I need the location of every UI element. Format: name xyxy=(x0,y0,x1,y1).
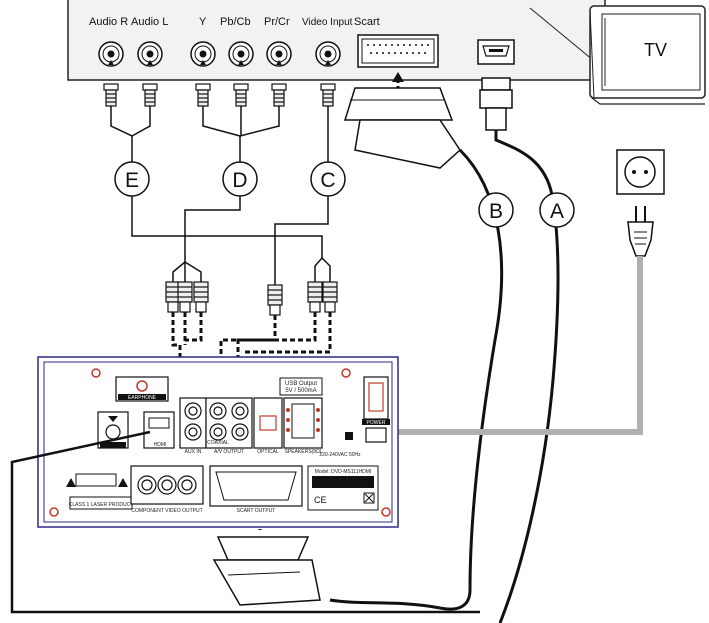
power-switch xyxy=(362,376,390,425)
laser-warning-sticker xyxy=(66,473,133,510)
rca-cables xyxy=(110,106,331,285)
component-video-label: COMPONENT VIDEO OUTPUT xyxy=(131,508,202,514)
tv-label-y: Y xyxy=(199,16,207,28)
scart-output-label: SCART OUTPUT xyxy=(237,508,276,514)
laser-label: CLASS 1 LASER PRODUCT xyxy=(69,502,133,508)
player-scart-output xyxy=(209,465,303,507)
optical-label: OPTICAL xyxy=(257,449,279,455)
usb-output-label: USB Output xyxy=(285,381,317,387)
aux-in-label: AUX IN xyxy=(185,449,202,455)
hdmi-cable-to-player xyxy=(10,430,480,614)
power-label: POWER xyxy=(367,420,386,426)
hdmi-cable-a: A xyxy=(479,77,575,623)
cable-c-marker: C xyxy=(310,161,346,197)
tv-label-pb-cb: Pb/Cb xyxy=(220,16,251,28)
tv-hdmi-socket xyxy=(477,39,515,65)
aux-in-jacks xyxy=(179,397,207,449)
scart-cable-b: B xyxy=(329,87,514,611)
speaker-terminals xyxy=(283,397,323,449)
power-cord xyxy=(370,256,643,435)
optical-port xyxy=(253,397,283,449)
cable-d-label: D xyxy=(232,169,247,192)
wall-socket xyxy=(616,149,665,195)
tv-rca-jacks xyxy=(98,41,341,67)
tv-scart-socket xyxy=(357,34,439,68)
tv-jack-arrows xyxy=(108,60,331,65)
tv-label-pr-cr: Pr/Cr xyxy=(264,16,290,28)
tv-set xyxy=(589,5,706,105)
tv-jack-y xyxy=(190,41,216,67)
cable-b-label: B xyxy=(489,200,503,223)
tv-jack-video-input xyxy=(315,41,341,67)
model-label: Model: DVD-MS111HDMI xyxy=(315,469,372,475)
player-hdmi-port xyxy=(143,411,175,449)
rating-plate xyxy=(307,465,379,511)
tv-jack-pr-cr xyxy=(266,41,292,67)
coaxial-label: COAXIAL xyxy=(207,440,229,446)
cable-d-marker: D xyxy=(222,161,258,197)
usb-rating-label: 5V / 500mA xyxy=(285,388,316,394)
ce-mark: CE xyxy=(314,495,327,505)
voltage-label: 220-240VAC 50Hz xyxy=(319,452,361,458)
cable-e-label: E xyxy=(125,169,139,192)
tv-screen-label: TV xyxy=(644,40,667,60)
tv-label-video-input: Video Input xyxy=(302,17,353,28)
av-output-jacks xyxy=(205,397,253,449)
player-scart-plug xyxy=(212,536,321,606)
usb-rating-box xyxy=(279,377,323,396)
tv-label-audio-l: Audio L xyxy=(131,16,168,28)
earphone-label: EARPHONE xyxy=(128,395,157,401)
tv-jack-audio-r xyxy=(98,41,124,67)
cable-e-marker: E xyxy=(114,161,150,197)
cable-a-label: A xyxy=(550,200,564,223)
cable-c-label: C xyxy=(320,169,335,192)
tv-jack-pb-cb xyxy=(228,41,254,67)
earphone-port xyxy=(115,376,169,402)
tv-jack-audio-l xyxy=(137,41,163,67)
av-output-label: A/V OUTPUT xyxy=(214,449,244,455)
tv-rca-plugs xyxy=(103,83,336,107)
player-rca-plugs xyxy=(165,281,338,316)
tv-label-audio-r: Audio R xyxy=(89,16,128,28)
speakers-label: SPEAKERS(8Ω) xyxy=(285,449,322,455)
tv-back-panel xyxy=(67,0,606,81)
power-plug xyxy=(627,206,654,257)
hdmi-label: HDMI xyxy=(154,442,167,448)
component-video-output xyxy=(130,465,204,505)
power-inlet xyxy=(345,427,387,443)
tv-label-scart: Scart xyxy=(354,16,380,28)
